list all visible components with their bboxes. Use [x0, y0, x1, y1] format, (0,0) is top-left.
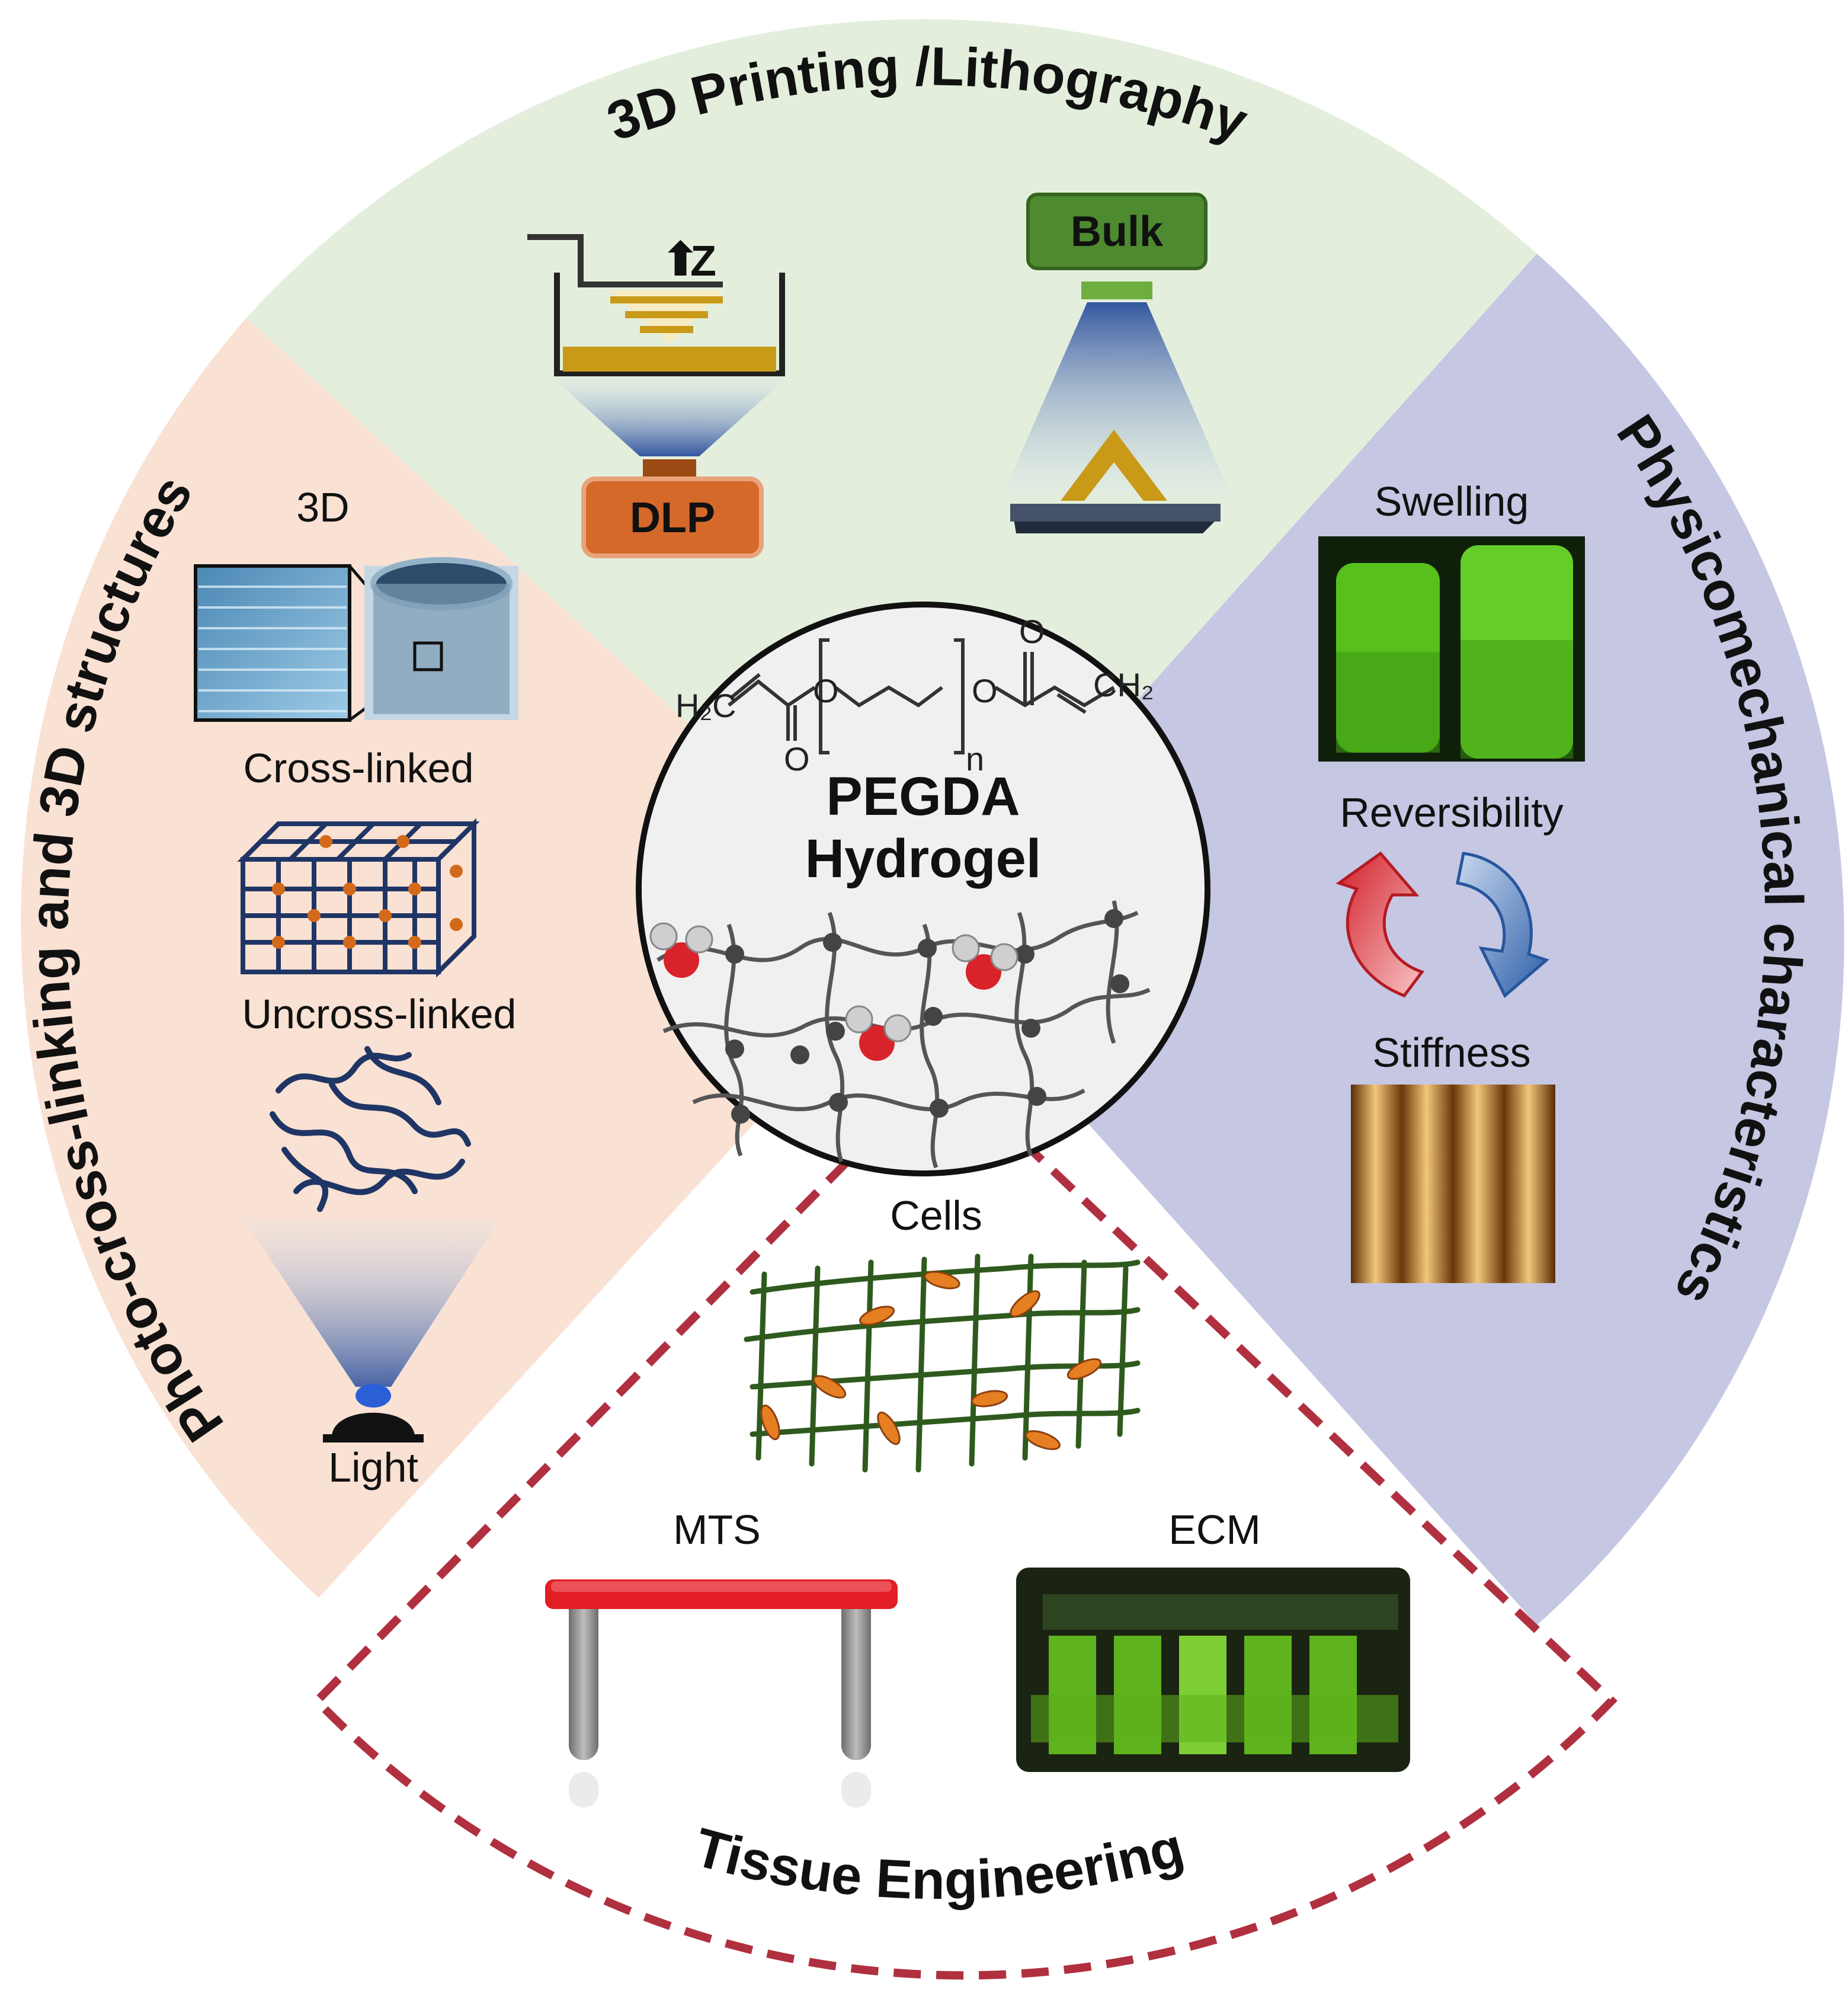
label-cells: Cells	[890, 1192, 982, 1239]
sem-image-3d	[194, 557, 518, 722]
label-ecm: ECM	[1168, 1507, 1261, 1553]
uncross-linked-chains-icon	[270, 1046, 471, 1212]
chem-n: n	[966, 740, 984, 778]
bulk-lithography-illustration: Bulk	[1001, 193, 1232, 533]
z-arrow-icon: ⬆	[661, 233, 700, 286]
cells-scaffold-icon	[744, 1253, 1141, 1473]
hydrogel-title: Hydrogel	[805, 829, 1042, 889]
light-source-icon	[243, 1218, 501, 1443]
label-cross-linked: Cross-linked	[244, 745, 474, 791]
chem-o3: O	[972, 672, 998, 709]
label-mts: MTS	[673, 1507, 761, 1553]
label-reversibility: Reversibility	[1340, 789, 1563, 836]
label-uncross-linked: Uncross-linked	[242, 991, 517, 1037]
hydrogel-network-icon	[656, 900, 1151, 1169]
cell-icons	[760, 1271, 1102, 1450]
label-light: Light	[328, 1444, 418, 1491]
tissue-engineering-wedge	[311, 1146, 1618, 1980]
stiffness-image	[1351, 1085, 1555, 1283]
bulk-label: Bulk	[1071, 208, 1164, 255]
water-molecule-icon	[649, 922, 713, 978]
top-sector	[246, 19, 1537, 940]
swelling-image	[1318, 536, 1585, 762]
pegda-title: PEGDA	[826, 766, 1020, 827]
chem-o1: O	[784, 740, 810, 778]
dlp-printer-illustration: DLP ⬆ Z	[527, 233, 788, 558]
water-molecule-icon	[845, 1005, 912, 1061]
crosslink-dots	[272, 835, 463, 949]
cross-linked-cube-icon	[237, 818, 480, 978]
dlp-label: DLP	[630, 494, 715, 542]
chem-o4: O	[1019, 613, 1045, 650]
ecm-image	[1016, 1568, 1410, 1772]
pegda-hydrogel-center: H₂C O O n O O CH₂ PEGDA Hydrogel	[636, 602, 1210, 1176]
bottom-section-title: Tissue Engineering	[688, 1817, 1190, 1911]
reversibility-arrows-icon	[1335, 851, 1549, 998]
chem-ch2: CH₂	[1093, 666, 1154, 703]
label-stiffness: Stiffness	[1372, 1029, 1530, 1076]
label-3d: 3D	[296, 484, 349, 530]
z-label: Z	[690, 238, 716, 285]
label-swelling: Swelling	[1375, 478, 1529, 524]
chem-h2c: H₂C	[675, 687, 736, 724]
pegda-chemical-structure	[728, 638, 1115, 754]
chem-o2: O	[813, 672, 839, 709]
mts-illustration	[545, 1579, 898, 1808]
water-molecule-icon	[952, 934, 1019, 990]
crosslink-nodes	[725, 909, 1129, 1124]
